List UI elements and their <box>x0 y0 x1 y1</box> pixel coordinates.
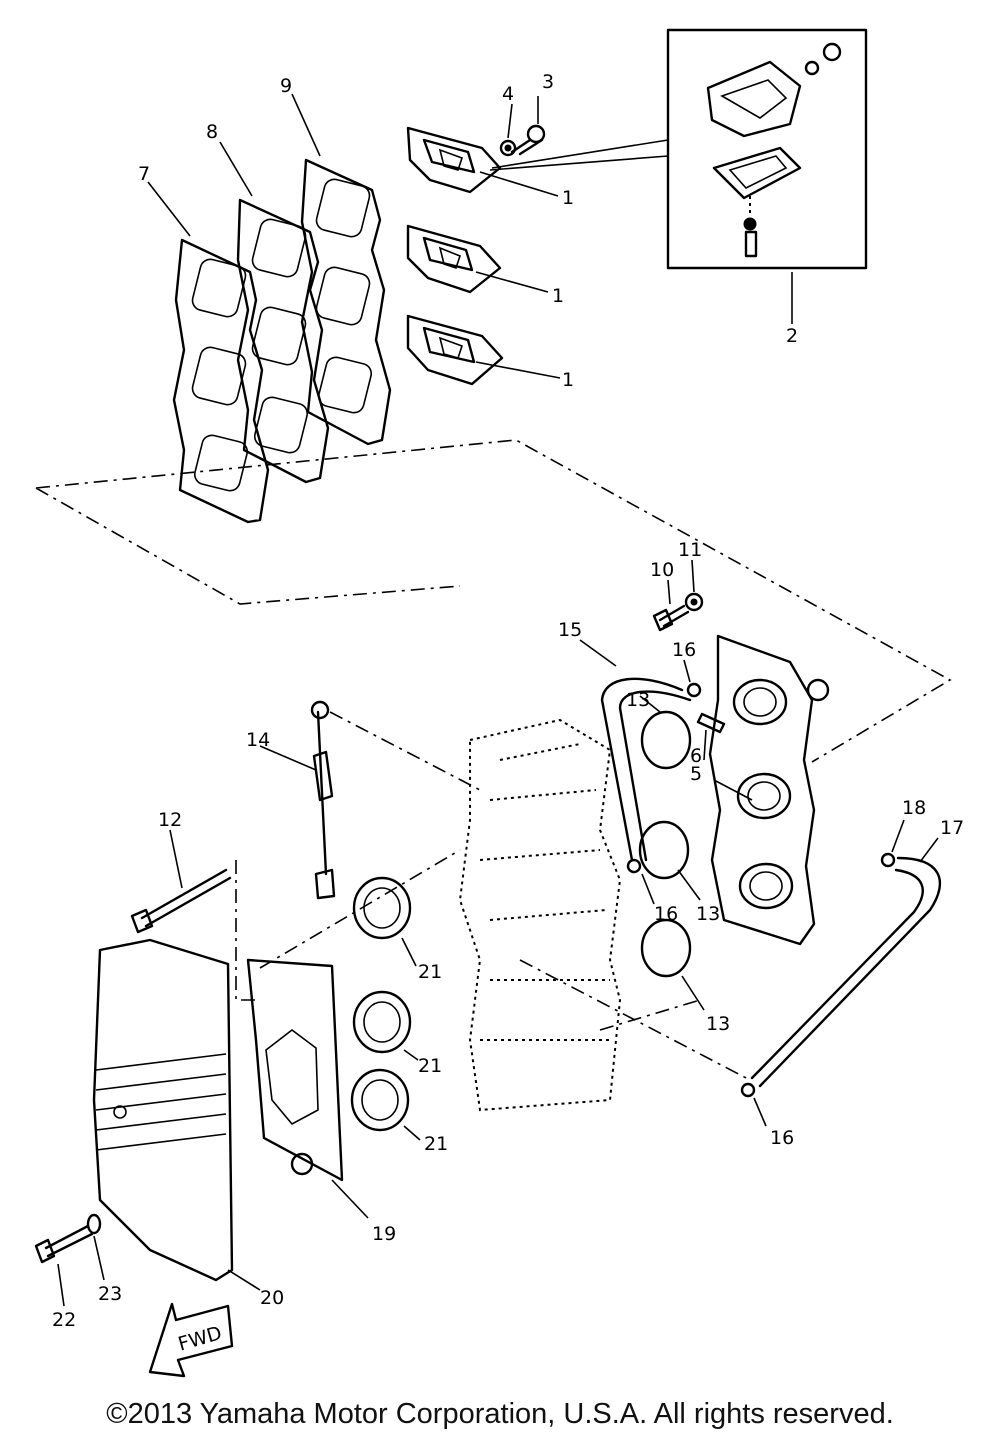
callout-16b: 16 <box>654 903 678 925</box>
assembly-line-block <box>235 711 751 1081</box>
gasket-21b <box>352 990 412 1054</box>
reed-valve-1a <box>406 126 502 194</box>
gasket-21c <box>350 1068 410 1132</box>
callout-16c: 16 <box>770 1127 794 1149</box>
callout-17: 17 <box>940 817 964 839</box>
callout-11: 11 <box>678 539 702 561</box>
washer-4 <box>499 139 517 157</box>
gasket-19 <box>246 958 344 1182</box>
hose-17 <box>750 856 942 1088</box>
pin-6 <box>696 712 726 734</box>
callout-18: 18 <box>902 797 926 819</box>
callout-19: 19 <box>372 1223 396 1245</box>
intake-manifold <box>708 634 830 946</box>
leader-lines <box>57 93 939 1307</box>
gasket-9 <box>300 158 392 446</box>
washer-11 <box>684 592 704 612</box>
gasket-8 <box>236 198 330 484</box>
callout-13c: 13 <box>706 1013 730 1035</box>
callout-1a: 1 <box>562 187 574 209</box>
gasket-7 <box>172 238 270 524</box>
callout-10: 10 <box>650 559 674 581</box>
callout-5: 5 <box>690 763 702 785</box>
bolt-10 <box>652 604 690 632</box>
o-ring-13b <box>638 820 690 880</box>
bolt-22 <box>34 1224 94 1264</box>
screw-3 <box>510 124 546 156</box>
reed-valve-1b <box>406 224 502 294</box>
hose-15 <box>600 677 692 862</box>
callout-16a: 16 <box>672 639 696 661</box>
callout-9: 9 <box>280 75 292 97</box>
washer-23 <box>86 1213 102 1235</box>
callout-1c: 1 <box>562 369 574 391</box>
bolt-12 <box>130 868 232 934</box>
clip-18b <box>740 1082 756 1098</box>
clip-16b <box>626 858 642 874</box>
clip-16a <box>686 682 702 698</box>
callout-1b: 1 <box>552 285 564 307</box>
callout-21c: 21 <box>424 1133 448 1155</box>
callout-labels: 1 1 1 2 3 4 5 6 7 8 9 10 11 12 13 13 13 … <box>52 71 964 1331</box>
callout-8: 8 <box>206 121 218 143</box>
callout-15: 15 <box>558 619 582 641</box>
engine-block <box>458 718 622 1112</box>
assembly-plane-upper <box>35 439 952 763</box>
silencer-cover-20 <box>92 938 234 1282</box>
callout-13a: 13 <box>626 689 650 711</box>
reed-valve-detail-box <box>666 28 868 270</box>
callout-6: 6 <box>690 745 702 767</box>
callout-2: 2 <box>786 325 798 347</box>
callout-21a: 21 <box>418 961 442 983</box>
callout-12: 12 <box>158 809 182 831</box>
gasket-21a <box>352 876 412 940</box>
fwd-arrow: FWD <box>148 1302 234 1378</box>
callout-13b: 13 <box>696 903 720 925</box>
link-rod-14 <box>310 700 336 900</box>
o-ring-13a <box>640 710 692 770</box>
callout-14: 14 <box>246 729 270 751</box>
callout-23: 23 <box>98 1283 122 1305</box>
callout-7: 7 <box>138 163 150 185</box>
copyright-notice: ©2013 Yamaha Motor Corporation, U.S.A. A… <box>106 1398 894 1430</box>
o-ring-13c <box>640 918 692 978</box>
clip-18a <box>880 852 896 868</box>
callout-3: 3 <box>542 71 554 93</box>
callout-4: 4 <box>502 83 514 105</box>
reed-valve-1c <box>406 314 504 386</box>
callout-22: 22 <box>52 1309 76 1331</box>
callout-21b: 21 <box>418 1055 442 1077</box>
callout-20: 20 <box>260 1287 284 1309</box>
